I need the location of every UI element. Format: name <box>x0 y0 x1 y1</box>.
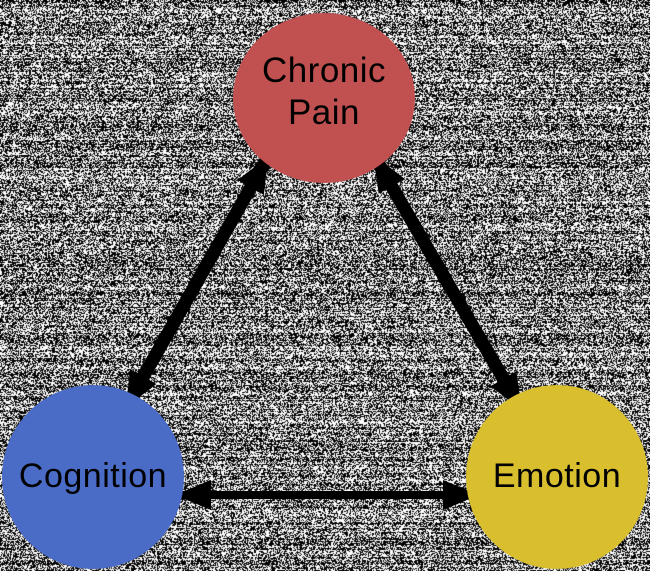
node-cognition-label: Cognition <box>19 458 167 495</box>
node-label-line: Chronic <box>262 50 386 92</box>
edge-chronic-pain-emotion <box>374 156 521 409</box>
node-chronic-pain-label: Chronic Pain <box>262 50 386 134</box>
node-cognition: Cognition <box>2 385 184 569</box>
node-label-line: Pain <box>262 92 386 134</box>
node-emotion: Emotion <box>466 385 648 569</box>
node-emotion-label: Emotion <box>493 458 621 495</box>
edge-chronic-pain-cognition <box>126 157 268 407</box>
node-chronic-pain: Chronic Pain <box>233 13 415 183</box>
